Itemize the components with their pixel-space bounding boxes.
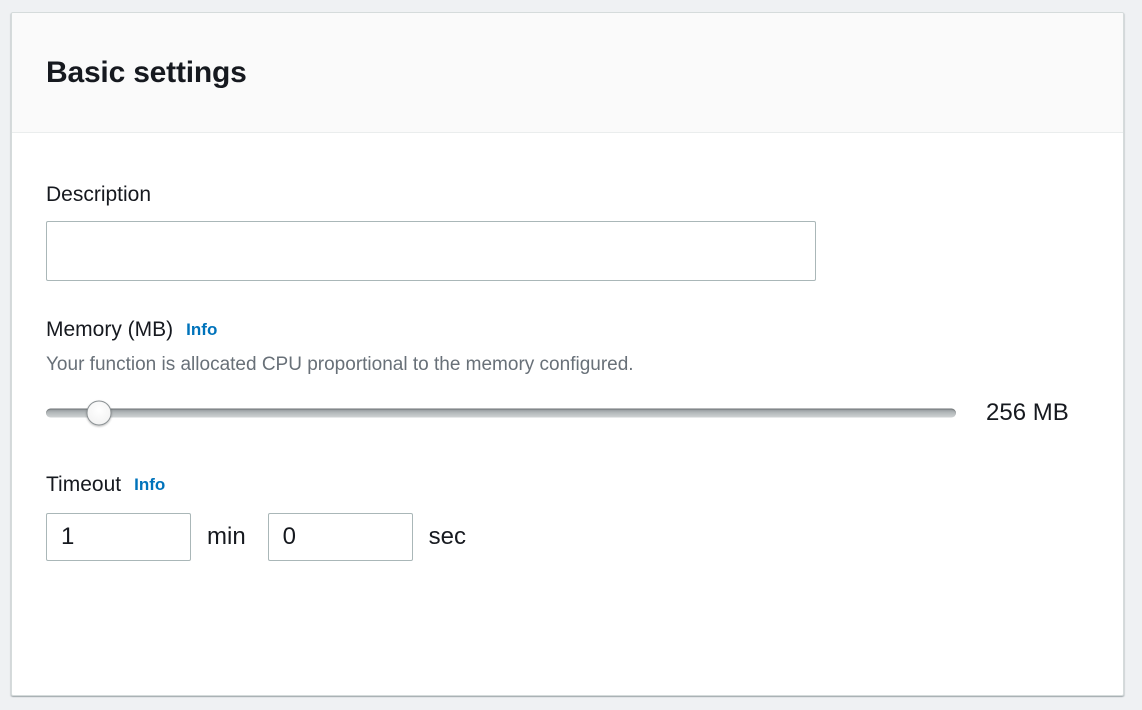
timeout-field: Timeout Info min sec	[46, 471, 1089, 561]
description-label-text: Description	[46, 183, 152, 206]
memory-slider-row: 256 MB	[46, 399, 1089, 427]
memory-label: Memory (MB) Info	[46, 316, 1089, 343]
slider-thumb[interactable]	[86, 400, 112, 426]
timeout-seconds-input[interactable]	[267, 512, 413, 561]
description-field: Description	[46, 181, 1089, 282]
timeout-seconds-unit: sec	[428, 522, 467, 550]
memory-label-text: Memory (MB)	[46, 318, 174, 342]
timeout-label-text: Timeout	[46, 473, 122, 497]
panel-header: Basic settings	[12, 13, 1123, 133]
memory-value-display: 256 MB	[986, 399, 1069, 427]
memory-slider[interactable]	[46, 400, 956, 426]
memory-field: Memory (MB) Info Your function is alloca…	[46, 316, 1089, 427]
timeout-minutes-input[interactable]	[46, 512, 191, 561]
timeout-label: Timeout Info	[46, 471, 1089, 498]
description-label: Description	[46, 181, 1089, 208]
page-title: Basic settings	[46, 55, 247, 89]
panel-body: Description Memory (MB) Info Your functi…	[12, 133, 1123, 561]
basic-settings-panel: Basic settings Description Memory (MB) I…	[11, 12, 1124, 696]
memory-info-link[interactable]: Info	[186, 320, 218, 340]
memory-hint: Your function is allocated CPU proportio…	[46, 353, 634, 375]
slider-track	[46, 408, 956, 418]
timeout-info-link[interactable]: Info	[134, 475, 166, 495]
timeout-inputs-row: min sec	[46, 512, 1089, 561]
description-input[interactable]	[46, 221, 816, 282]
timeout-minutes-unit: min	[207, 522, 246, 550]
